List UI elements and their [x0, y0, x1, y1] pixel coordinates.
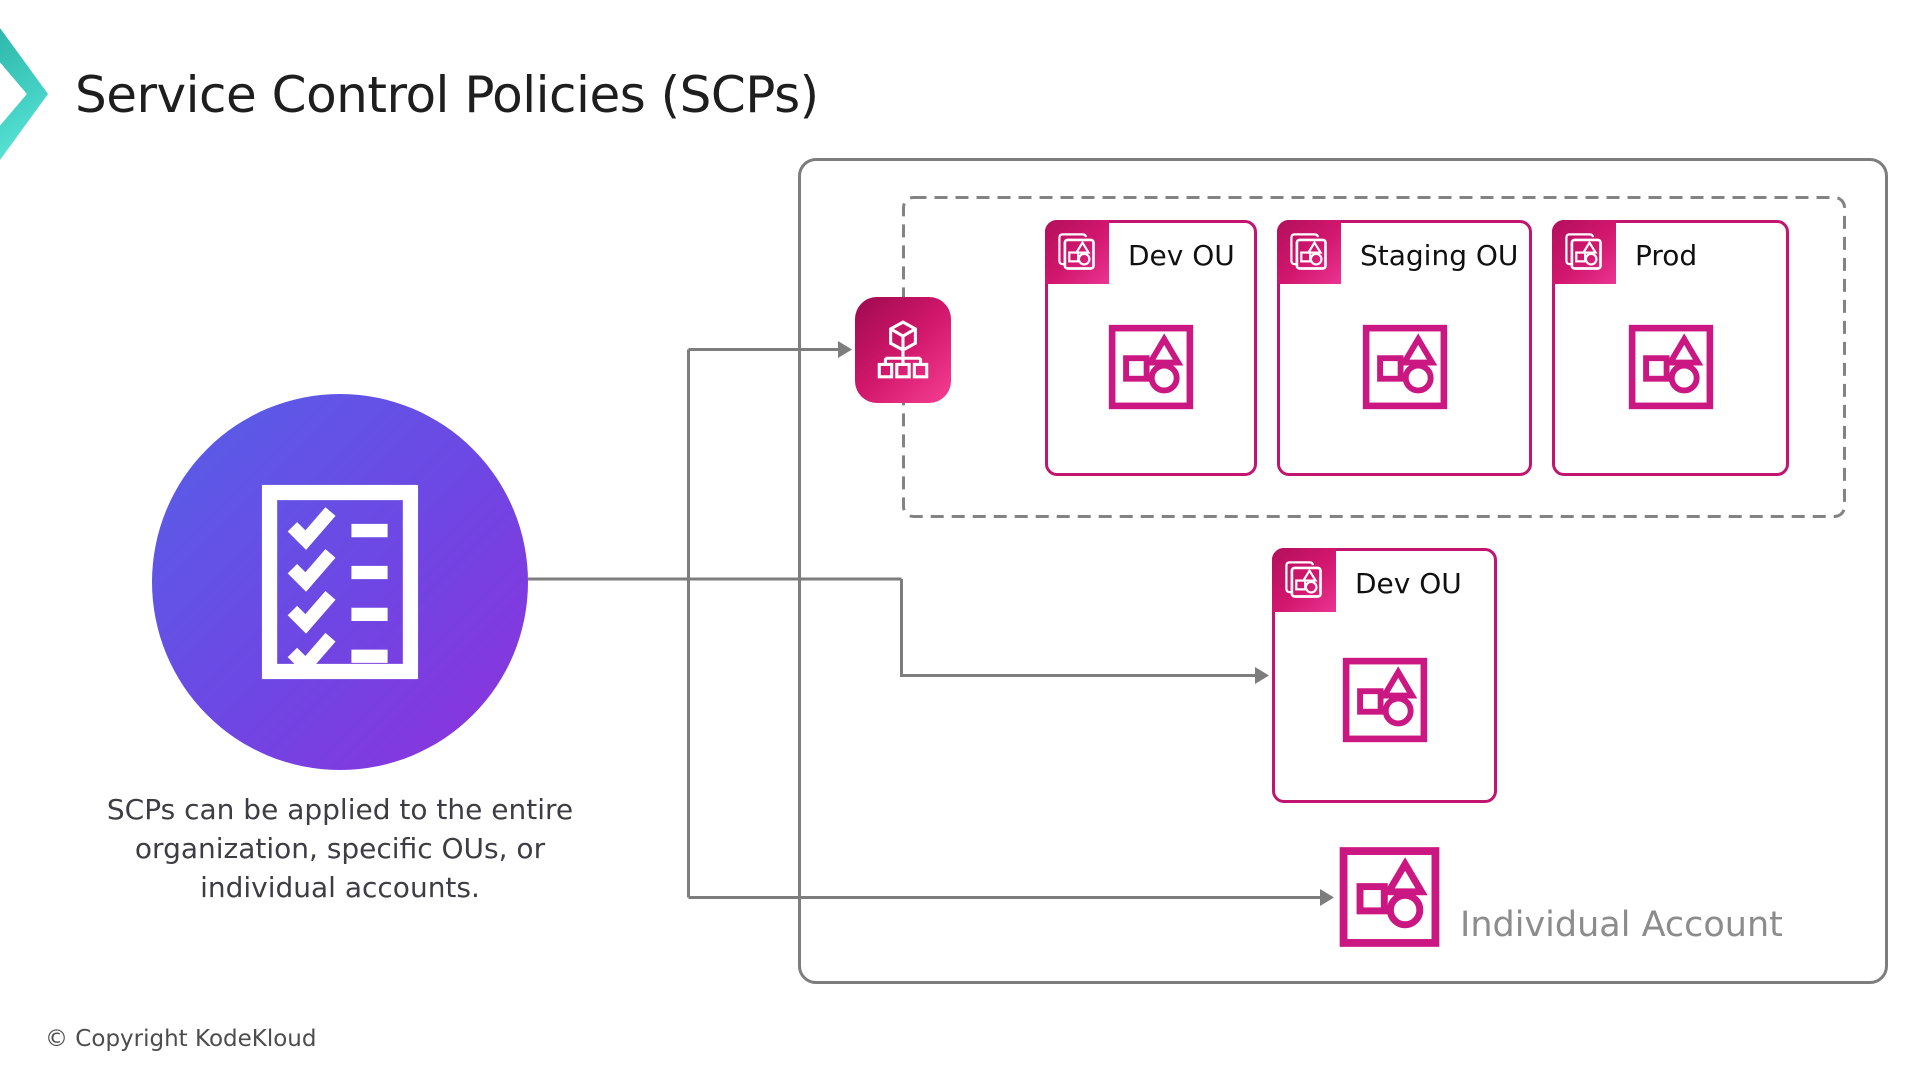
ou-documents-badge-icon — [1565, 233, 1602, 270]
page-title: Service Control Policies (SCPs) — [75, 66, 819, 124]
ou-badge — [1272, 548, 1336, 612]
aws-organizations-icon — [855, 297, 951, 403]
ou-card-label: Staging OU — [1360, 239, 1519, 272]
individual-account-label: Individual Account — [1460, 905, 1783, 945]
arrowhead-organizations — [838, 341, 852, 358]
ou-card-label: Dev OU — [1128, 239, 1235, 272]
caption-text: SCPs can be applied to the entire organi… — [80, 790, 600, 907]
copyright-text: © Copyright KodeKloud — [45, 1026, 317, 1052]
tree-node-mid — [895, 362, 911, 379]
organization-container — [798, 158, 1888, 984]
checklist-rows — [287, 507, 388, 676]
aws-account-shapes-icon — [1342, 657, 1427, 743]
organizations-glyph — [877, 320, 929, 379]
aws-account-shapes-icon — [1108, 324, 1194, 410]
ou-card-staging: Staging OU — [1277, 220, 1532, 476]
scp-policy-circle — [152, 394, 528, 770]
checklist-document-outline — [261, 484, 419, 680]
ou-badge — [1552, 220, 1616, 284]
ou-documents-badge-icon — [1285, 561, 1322, 598]
caption-line-1: SCPs can be applied to the entire — [106, 793, 574, 826]
checklist-icon — [261, 484, 419, 680]
cube-top-edges — [889, 327, 917, 338]
ou-card-dev-single: Dev OU — [1272, 548, 1497, 803]
individual-account-icon — [1339, 847, 1440, 947]
ou-card-dev: Dev OU — [1045, 220, 1257, 476]
arrow-heads — [838, 341, 1334, 906]
tree-node-left — [877, 362, 894, 379]
caption-line-3: individual accounts. — [200, 871, 480, 904]
ou-documents-badge-icon — [1290, 233, 1327, 270]
aws-account-shapes-icon — [1628, 324, 1713, 410]
ou-card-label: Prod — [1635, 239, 1698, 272]
tree-node-right — [912, 362, 929, 379]
arrowhead-account — [1320, 889, 1334, 906]
ou-badge — [1045, 220, 1109, 284]
arrow-lines — [528, 348, 1320, 899]
arrowhead-single-ou — [1255, 667, 1269, 684]
caption-line-2: organization, specific OUs, or — [134, 832, 546, 865]
ou-card-prod: Prod — [1552, 220, 1789, 476]
ou-card-label: Dev OU — [1355, 567, 1462, 600]
ou-badge — [1277, 220, 1341, 284]
arrow-to-single-ou-line — [900, 579, 1255, 677]
aws-account-shapes-icon — [1362, 324, 1447, 410]
ou-documents-badge-icon — [1058, 233, 1095, 270]
